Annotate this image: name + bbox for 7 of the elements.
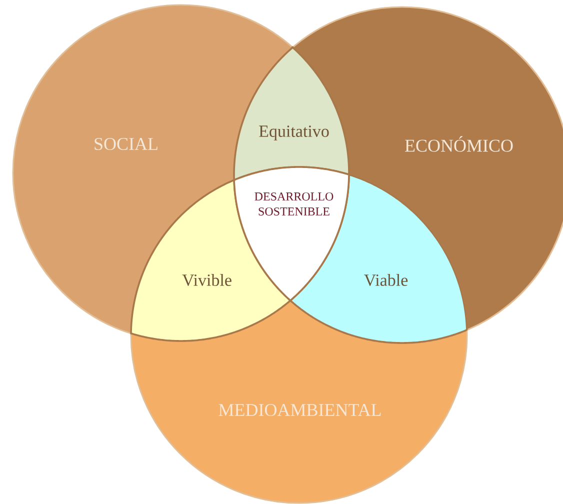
region-label: Vivible xyxy=(182,274,232,286)
region-label: Viable xyxy=(364,274,408,286)
region-label: Equitativo xyxy=(259,126,329,140)
region-label: SOCIAL xyxy=(94,138,158,150)
region-label: ECONÓMICO xyxy=(405,136,513,152)
region-label: DESARROLLO SOSTENIBLE xyxy=(254,192,334,216)
region-label: MEDIOAMBIENTAL xyxy=(218,404,381,416)
